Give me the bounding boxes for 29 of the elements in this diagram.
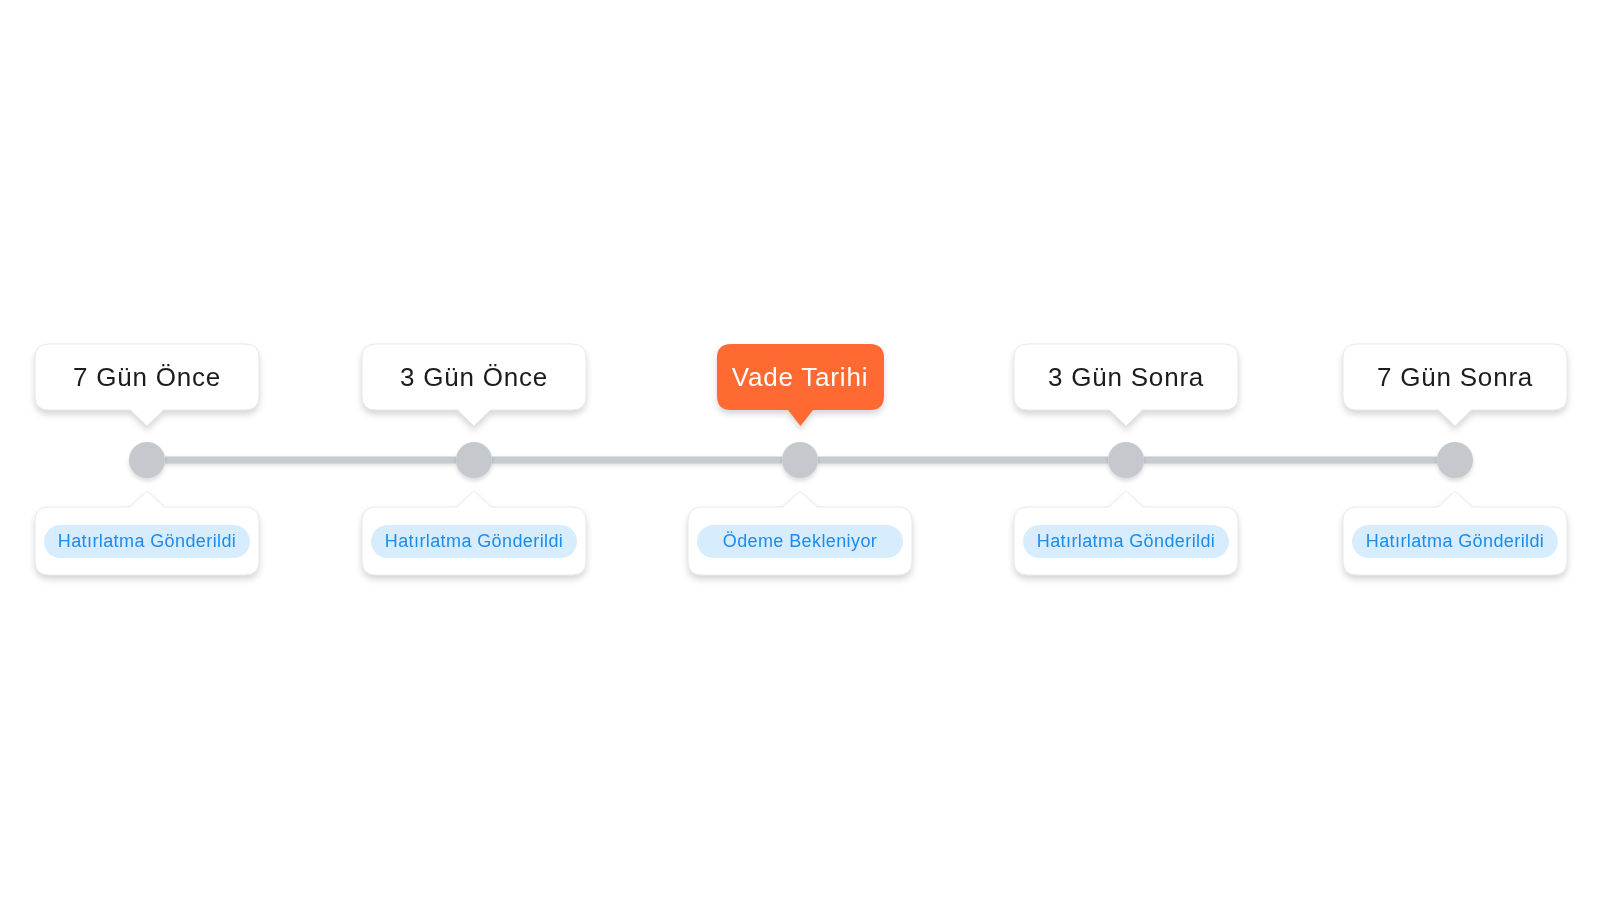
timeline-dot — [782, 442, 818, 478]
status-badge: Hatırlatma Gönderildi — [44, 525, 250, 558]
callout-bubble — [35, 344, 259, 426]
callout-bubble — [716, 344, 884, 426]
callout-bubble — [1343, 344, 1567, 426]
status-badge: Hatırlatma Gönderildi — [371, 525, 577, 558]
timeline-label: 7 Gün Önce — [72, 362, 222, 392]
status-card — [362, 491, 586, 575]
timeline-dot — [456, 442, 492, 478]
timeline-label: Vade Tarihi — [731, 362, 869, 392]
status-badge: Ödeme Bekleniyor — [697, 525, 903, 558]
timeline-line — [1144, 456, 1437, 464]
timeline-label: 3 Gün Önce — [399, 362, 549, 392]
status-card — [688, 491, 912, 575]
timeline-dot — [129, 442, 165, 478]
status-card — [1343, 491, 1567, 575]
callout-bubble — [1014, 344, 1238, 426]
status-badge: Hatırlatma Gönderildi — [1023, 525, 1229, 558]
timeline-line — [818, 456, 1108, 464]
status-badge: Hatırlatma Gönderildi — [1352, 525, 1558, 558]
timeline-dot — [1437, 442, 1473, 478]
status-card — [35, 491, 259, 575]
status-card — [1014, 491, 1238, 575]
timeline-label: 7 Gün Sonra — [1376, 362, 1534, 392]
timeline-label: 3 Gün Sonra — [1047, 362, 1205, 392]
callout-bubble — [362, 344, 586, 426]
timeline-line — [165, 456, 456, 464]
timeline-dot — [1108, 442, 1144, 478]
timeline-line — [492, 456, 782, 464]
